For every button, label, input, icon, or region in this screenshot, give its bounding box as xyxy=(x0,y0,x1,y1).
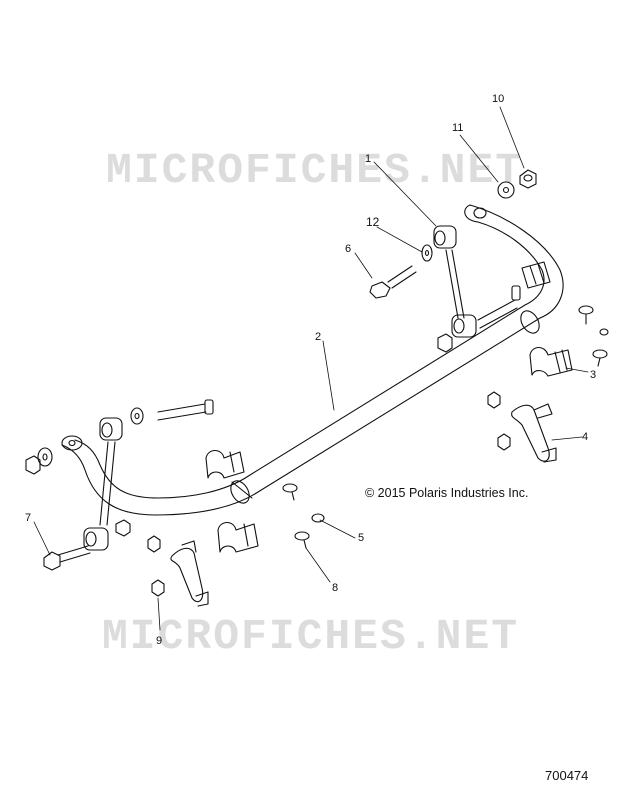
callout-12: 12 xyxy=(366,215,380,229)
callout-3: 3 xyxy=(590,369,597,381)
stabilizer-bar xyxy=(61,204,564,516)
stabilizer-link-right xyxy=(433,225,521,338)
screw-small xyxy=(282,305,609,549)
bolt-upper-left xyxy=(157,399,214,421)
bushing-upper-right xyxy=(521,261,551,289)
nut-small xyxy=(115,333,511,597)
washer-11 xyxy=(497,181,515,199)
callout-5: 5 xyxy=(358,532,365,544)
bushing-mid-left xyxy=(205,449,245,479)
callout-7: 7 xyxy=(25,512,32,524)
callout-8: 8 xyxy=(332,582,339,594)
leader-lines xyxy=(33,106,589,631)
bracket-lower xyxy=(170,540,209,607)
bushing-lower-left xyxy=(217,521,259,553)
bolt-6 xyxy=(369,265,417,299)
stabilizer-link-left xyxy=(83,417,123,551)
bolt-7 xyxy=(43,545,91,571)
callout-1: 1 xyxy=(365,153,372,165)
callout-2: 2 xyxy=(315,331,322,343)
watermark-top: MICROFICHES.NET xyxy=(106,146,524,195)
bushing-3 xyxy=(529,346,573,377)
callout-9: 9 xyxy=(156,635,163,647)
copyright-notice: © 2015 Polaris Industries Inc. xyxy=(365,486,529,500)
bracket-4 xyxy=(511,403,557,463)
callout-10: 10 xyxy=(492,93,505,105)
washer-12 xyxy=(421,244,433,262)
callout-11: 11 xyxy=(452,122,464,134)
callout-4: 4 xyxy=(582,431,589,443)
washer-left xyxy=(37,407,144,467)
watermark-bottom: MICROFICHES.NET xyxy=(102,612,520,661)
nut-10 xyxy=(519,169,537,189)
nut-left xyxy=(25,455,41,475)
callout-6: 6 xyxy=(345,243,352,255)
document-number: 700474 xyxy=(545,768,589,783)
